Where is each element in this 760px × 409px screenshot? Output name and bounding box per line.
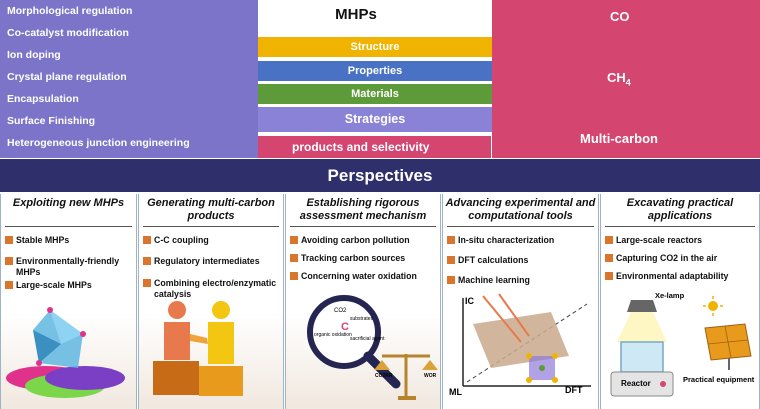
list-item: Regulatory intermediates — [154, 256, 260, 266]
perspectives-banner: Perspectives — [0, 159, 760, 192]
dft-label: DFT — [565, 385, 583, 395]
column-title: Advancing experimental and computational… — [445, 197, 596, 222]
product-multicarbon: Multi-carbon — [580, 131, 658, 146]
ch4-sub: 4 — [625, 77, 631, 88]
column-title: Establishing rigorous assessment mechani… — [299, 197, 427, 222]
co2-label: CO2 — [334, 308, 347, 314]
column-tools: Advancing experimental and computational… — [442, 194, 599, 409]
substrates-label: substrates — [350, 316, 374, 322]
bullet-icon — [143, 279, 151, 287]
column-title: Generating multi-carbon products — [147, 197, 275, 222]
bullet-icon — [290, 272, 298, 280]
xe-lamp-label: Xe-lamp — [655, 291, 685, 300]
ch4-main: CH — [607, 70, 626, 85]
solar-panel-icon — [704, 323, 752, 370]
list-item: C-C coupling — [154, 235, 209, 245]
bullet-icon — [605, 254, 613, 262]
band-materials: Materials — [258, 84, 492, 104]
bullet-icon — [605, 236, 613, 244]
strategy-item: Co-catalyst modification — [7, 27, 129, 39]
bullet-icon — [447, 276, 455, 284]
strategy-item: Ion doping — [7, 49, 61, 61]
strategy-item: Surface Finishing — [7, 115, 96, 127]
list-item: Environmentally-friendly MHPs — [16, 256, 120, 277]
reactor-vessel-icon — [610, 341, 674, 397]
strategies-panel: Morphological regulation Co-catalyst mod… — [0, 0, 258, 158]
reactor-illustration: Xe-lamp Reactor Practical equipment — [610, 291, 755, 397]
divider — [290, 226, 436, 227]
magnifier-illustration: CO2 C substrates organic oxidation sacri… — [307, 295, 438, 400]
column-applications: Excavating practical applications Large-… — [600, 194, 760, 409]
list-item: Large-scale MHPs — [16, 280, 92, 290]
ic-label: IC — [465, 296, 475, 306]
bullet-icon — [143, 257, 151, 265]
band-strategies: Strategies — [258, 107, 492, 132]
bullet-icon — [290, 254, 298, 262]
divider — [5, 226, 132, 227]
divider — [143, 226, 279, 227]
wor-label: WOR — [424, 373, 437, 379]
column-title: Exploiting new MHPs — [12, 197, 125, 209]
divider — [447, 226, 594, 227]
organic-label: organic oxidation — [314, 332, 352, 338]
bullet-icon — [5, 281, 13, 289]
bullet-icon — [5, 257, 13, 265]
perovskite-illustration — [6, 307, 125, 398]
list-item: DFT calculations — [458, 255, 529, 265]
list-item: Stable MHPs — [16, 235, 70, 245]
strategy-item: Heterogeneous junction engineering — [7, 137, 190, 149]
column-assessment: Establishing rigorous assessment mechani… — [285, 194, 441, 409]
column-title: Excavating practical applications — [626, 197, 734, 222]
bullet-icon — [447, 236, 455, 244]
bullet-icon — [605, 272, 613, 280]
perspectives-title: Perspectives — [327, 166, 433, 185]
product-co: CO — [610, 9, 630, 24]
list-item: Concerning water oxidation — [301, 271, 417, 281]
list-item: Capturing CO2 in the air — [616, 253, 718, 263]
handshake-illustration — [153, 301, 243, 396]
band-properties: Properties — [258, 61, 492, 81]
column-new-mhps: Exploiting new MHPs Stable MHPs Environm… — [0, 194, 137, 409]
list-item: In-situ characterization — [458, 235, 555, 245]
sacrificial-label: sacrificial agent — [350, 336, 385, 342]
bullet-icon — [290, 236, 298, 244]
products-panel: CO CH4 Multi-carbon — [492, 0, 760, 158]
co2rr-label: CO2RR — [375, 373, 393, 379]
list-item: Large-scale reactors — [616, 235, 703, 245]
products-selectivity-band: products and selectivity — [258, 136, 491, 158]
bullet-icon — [143, 236, 151, 244]
strategy-item: Morphological regulation — [7, 5, 133, 17]
sun-icon — [703, 296, 723, 316]
mhps-panel: MHPs Structure Properties Materials Stra… — [258, 0, 492, 158]
list-item: Machine learning — [458, 275, 530, 285]
list-item: Environmental adaptability — [616, 271, 729, 281]
band-structure: Structure — [258, 37, 492, 57]
list-item: Combining electro/enzymatic catalysis — [154, 278, 277, 299]
strategy-item: Crystal plane regulation — [7, 71, 127, 83]
strategy-item: Encapsulation — [7, 93, 79, 105]
perovskite-lattice-icon — [526, 353, 558, 383]
equipment-label: Practical equipment — [683, 375, 755, 384]
ml-label: ML — [449, 387, 462, 397]
bullet-icon — [447, 256, 455, 264]
divider — [605, 226, 755, 227]
carbon-label: C — [341, 321, 349, 333]
list-item: Tracking carbon sources — [301, 253, 406, 263]
bullet-icon — [5, 236, 13, 244]
ml-dft-illustration: IC ML DFT — [449, 293, 591, 397]
mhps-title: MHPs — [335, 6, 377, 23]
list-item: Avoiding carbon pollution — [301, 235, 410, 245]
reactor-label: Reactor — [621, 379, 651, 388]
xe-lamp-icon — [617, 300, 667, 342]
product-ch4: CH4 — [607, 70, 631, 88]
column-multicarbon: Generating multi-carbon products C-C cou… — [138, 194, 284, 409]
products-selectivity-label: products and selectivity — [292, 140, 430, 154]
